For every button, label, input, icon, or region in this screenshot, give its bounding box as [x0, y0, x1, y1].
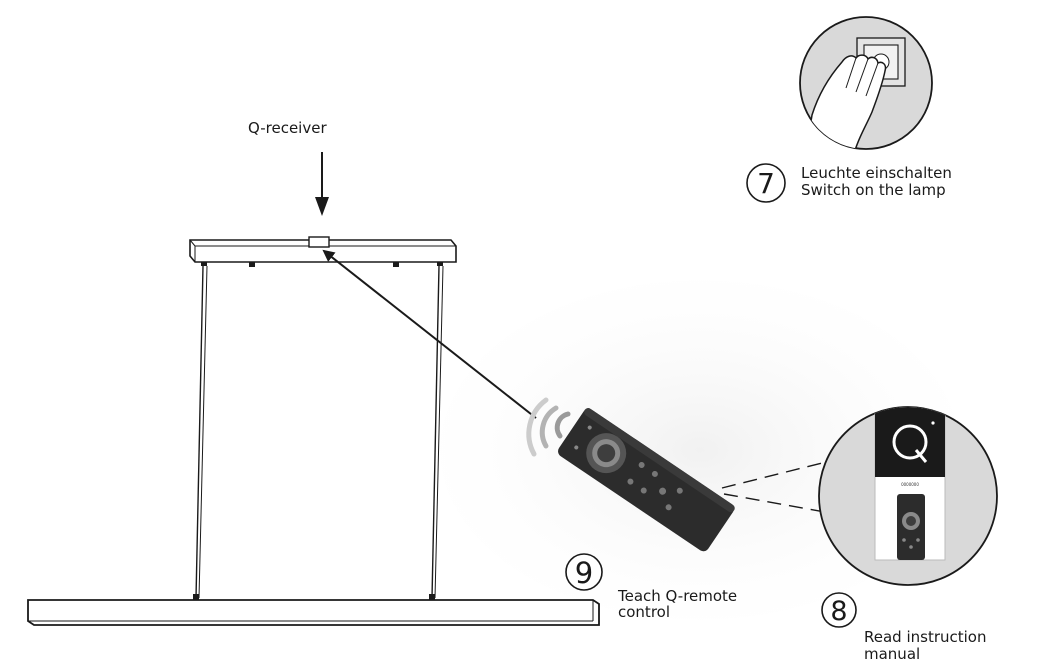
- step-9-line-1: Teach Q-remote: [618, 587, 738, 605]
- q-receiver-module: [308, 236, 330, 248]
- svg-text:7: 7: [757, 167, 775, 200]
- step-7-badge: 7: [746, 163, 786, 203]
- manual-code-text: 0000000: [901, 482, 919, 487]
- switch-on-illustration: [799, 16, 933, 150]
- suspension-cables: [193, 265, 444, 600]
- lamp-body: [27, 599, 600, 626]
- step-8-line-2: manual: [864, 645, 921, 663]
- step-7-line-1: Leuchte einschalten: [801, 164, 952, 182]
- signal-arrow: [322, 249, 537, 419]
- step-9-badge: 9: [565, 553, 603, 591]
- q-remote-control-icon: [558, 408, 735, 552]
- step-7-line-2: Switch on the lamp: [801, 181, 946, 199]
- manual-callout-lines: [721, 461, 827, 513]
- svg-text:8: 8: [830, 596, 847, 627]
- manual-cover: [875, 407, 945, 477]
- instruction-manual-illustration: 0000000: [818, 406, 998, 586]
- q-logo-icon: [892, 424, 928, 460]
- step-9-line-2: control: [618, 603, 670, 621]
- hand-icon: [804, 54, 887, 149]
- receiver-pointer-arrow: [315, 152, 329, 216]
- q-receiver-label: Q-receiver: [248, 119, 327, 137]
- ceiling-canopy: [189, 236, 457, 267]
- step-8-line-1: Read instruction: [864, 628, 987, 646]
- svg-text:9: 9: [575, 556, 593, 590]
- step-8-badge: 8: [821, 592, 857, 628]
- signal-waves-icon: [526, 397, 571, 457]
